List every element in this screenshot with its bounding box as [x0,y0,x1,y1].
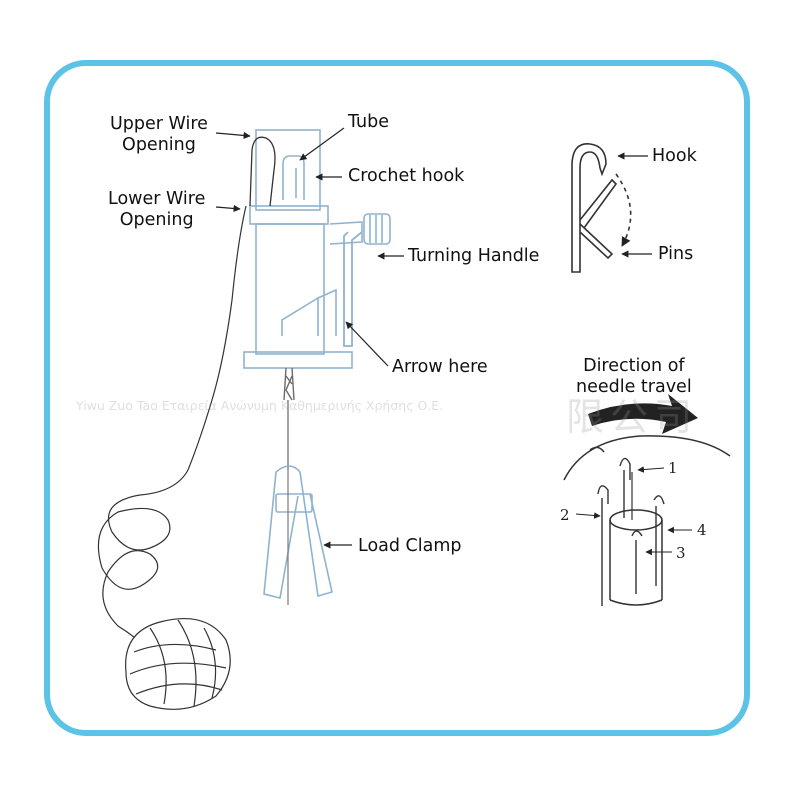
label-load-clamp: Load Clamp [358,536,462,556]
yarn-ball [125,618,231,710]
label-lower-wire-opening: Lower Wire Opening [108,189,205,231]
knitted-cord [283,367,295,401]
machine-collar [249,205,329,225]
tube-upper [255,129,321,211]
hook-leaders [617,152,652,258]
label-line: Lower Wire [108,189,206,209]
yarn-strand [97,205,247,651]
machine-base [243,351,353,369]
label-arrow-here: Arrow here [392,357,488,377]
label-line: Opening [122,135,196,155]
machine-window [281,296,319,336]
label-pins: Pins [658,244,694,264]
watermark-text: Yiwu Zuo Tao Εταιρεία Ανώνυμη Καθημερινή… [76,398,444,413]
watermark-cjk: 限公司 [566,395,699,439]
crochet-hook [282,155,305,200]
label-line: Upper Wire [110,114,208,134]
turning-handle-crank [329,221,363,245]
label-turning-handle: Turning Handle [408,246,540,266]
label-upper-wire-opening: Upper Wire Opening [110,114,208,156]
knitting-machine [243,129,391,470]
load-clamp [263,465,333,605]
handle-knob [363,213,391,245]
hook-shape [571,143,607,273]
label-line: Direction of [583,356,685,376]
label-crochet-hook: Crochet hook [348,166,465,186]
pin-lower [579,223,614,260]
needle-number-4: 4 [697,521,707,539]
leader-lines [215,127,404,549]
swing-arrow [615,173,632,247]
direction-arrow-icon [588,394,698,434]
needle-ring-detail [563,435,731,606]
needle-number-1: 1 [668,459,678,477]
label-tube: Tube [348,112,389,132]
rounded-frame [44,60,750,736]
label-direction: Direction of needle travel [576,356,692,398]
label-line: needle travel [576,377,692,397]
needle-number-3: 3 [676,544,686,562]
pin-upper [579,178,618,229]
label-hook: Hook [652,146,697,166]
turning-handle-shaft [343,231,363,347]
machine-body [255,223,325,355]
needle-leaders [575,466,692,556]
hook-detail [571,143,632,273]
label-line: Opening [119,210,194,230]
needle-number-2: 2 [560,506,570,524]
yarn-top [249,136,276,207]
